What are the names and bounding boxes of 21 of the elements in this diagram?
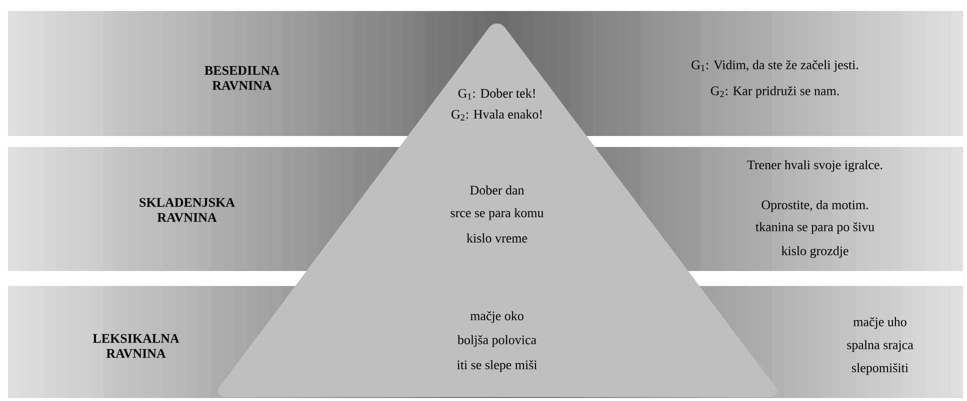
example-text: mačje oko bbox=[470, 311, 524, 323]
example-text: boljša polovica bbox=[457, 335, 536, 347]
example-text: mačje uho bbox=[853, 317, 906, 329]
example-text: tkanina se para po šivu bbox=[756, 222, 874, 234]
level-name: LEKSIKALNA RAVNINA bbox=[92, 334, 180, 358]
example-text: spalna srajca bbox=[847, 340, 914, 352]
level-band bbox=[8, 11, 963, 136]
example-text: Oprostite, da motim. bbox=[762, 200, 868, 212]
example-text: G$_{2}$: Kar pridruži se nam. bbox=[710, 86, 839, 98]
example-text: kislo grozdje bbox=[782, 246, 848, 258]
example-text: G$_{2}$: Hvala enako! bbox=[452, 110, 542, 120]
example-text: Dober dan bbox=[470, 185, 524, 195]
example-text: G$_{1}$: Vidim, da ste že začeli jesti. bbox=[692, 60, 858, 72]
example-text: Trener hvali svoje igralce. bbox=[747, 160, 882, 172]
example-text: iti se slepe miši bbox=[457, 360, 538, 372]
example-text: kislo vreme bbox=[466, 233, 528, 243]
level-name: BESEDILNA RAVNINA bbox=[204, 66, 280, 90]
level-name: SKLADENJSKA RAVNINA bbox=[140, 198, 235, 222]
example-text: G$_{1}$: Dober tek! bbox=[458, 88, 535, 100]
example-text: srce se para komu bbox=[450, 208, 544, 220]
example-text: slepomišiti bbox=[852, 363, 908, 375]
